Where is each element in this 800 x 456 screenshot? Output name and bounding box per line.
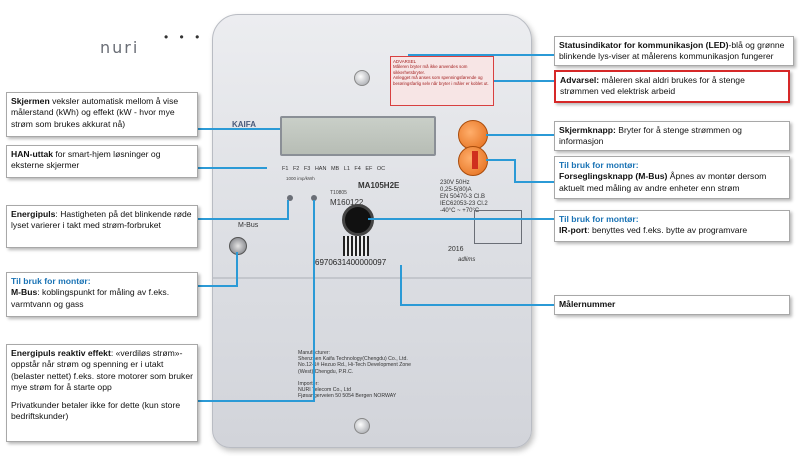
callout-screen-button: Skjermknapp: Bryter for å stenge strømme… xyxy=(554,121,790,151)
reactive-pulse-led xyxy=(311,195,317,201)
mbus-jack[interactable] xyxy=(229,237,247,255)
callout-energy-pulse-title: Energipuls xyxy=(11,209,56,219)
meter-divider xyxy=(213,277,531,279)
line-screen xyxy=(197,128,280,130)
line-seal-button-a xyxy=(486,159,516,161)
line-seal-button-c xyxy=(514,181,554,183)
callout-reactive-text: : «verdiløs strøm»- oppstår når strøm og… xyxy=(11,348,193,393)
callout-han: HAN-uttak for smart-hjem løsninger og ek… xyxy=(6,145,198,178)
lcd-indicator-labels: F1 F2 F3 HAN MB L1 F4 EF OC xyxy=(282,166,386,172)
callout-ir-port-tag: Til bruk for montør: xyxy=(559,214,639,224)
line-energy-pulse-a xyxy=(197,218,287,220)
energy-pulse-led xyxy=(287,195,293,201)
datamatrix-code xyxy=(343,236,369,256)
line-status-led xyxy=(408,54,554,56)
line-mbus-a xyxy=(197,285,237,287)
manufacture-year: 2016 xyxy=(448,246,464,253)
callout-screen-button-title: Skjermknapp: xyxy=(559,125,616,135)
callout-mbus-text: : koblingspunkt for måling av f.eks. var… xyxy=(11,287,170,309)
line-seal-button-b xyxy=(514,159,516,183)
callout-status-led-title: Statusindikator for kommunikasjon (LED) xyxy=(559,40,729,50)
callout-reactive-note: Privatkunder betaler ikke for dette (kun… xyxy=(11,399,181,422)
callout-han-text: for smart-hjem løsninger og eksterne skj… xyxy=(11,149,161,171)
callout-warning: Advarsel: måleren skal aldri brukes for … xyxy=(554,70,790,103)
callout-screen-text: veksler automatisk mellom å vise målerst… xyxy=(11,96,179,129)
screw-top xyxy=(354,70,370,86)
callout-reactive-title: Energipuls reaktiv effekt xyxy=(11,348,111,358)
nuri-logo: nuri xyxy=(100,38,140,57)
screw-bottom xyxy=(354,418,370,434)
seal-tab xyxy=(472,151,478,169)
callout-meter-number-title: Målernummer xyxy=(559,299,616,309)
warning-label: ADVARSEL Måleren bryter må ikke anvendes… xyxy=(390,56,494,106)
meter-serial-number: 6970631400000097 xyxy=(315,258,387,267)
line-screen-button xyxy=(486,134,554,136)
callout-warning-text: måleren skal aldri brukes for å stenge s… xyxy=(560,75,745,97)
line-mbus-b xyxy=(236,252,238,287)
callout-status-led-text: -blå og grønne blinkende lys-viser at må… xyxy=(559,40,785,62)
callout-ir-port: Til bruk for montør: IR-port: benyttes v… xyxy=(554,210,790,242)
manufacturer-info: Manufacturer: Shenzhen Kaifa Technology(… xyxy=(298,350,412,400)
line-reactive-b xyxy=(313,200,315,402)
callout-energy-pulse-text: : Hastigheten på det blinkende røde lyse… xyxy=(11,209,192,231)
line-warning xyxy=(494,80,554,82)
callout-reactive: Energipuls reaktiv effekt: «verdiløs str… xyxy=(6,344,198,442)
callout-meter-number: Målernummer xyxy=(554,295,790,315)
callout-ir-port-title: IR-port xyxy=(559,225,588,236)
callout-energy-pulse: Energipuls: Hastigheten på det blinkende… xyxy=(6,205,198,248)
callout-warning-title: Advarsel: xyxy=(560,75,600,85)
adlims-logo: adlims xyxy=(458,257,476,263)
callout-mbus-tag: Til bruk for montør: xyxy=(11,276,91,286)
imp-label: 1000 imp/kWh xyxy=(286,176,315,181)
ir-port[interactable] xyxy=(342,204,374,236)
callout-ir-port-text: : benyttes ved f.eks. bytte av programva… xyxy=(587,225,748,236)
callout-status-led: Statusindikator for kommunikasjon (LED)-… xyxy=(554,36,794,66)
callout-seal-button-tag: Til bruk for montør: xyxy=(559,160,639,170)
callout-seal-button: Til bruk for montør: Forseglingsknapp (M… xyxy=(554,156,790,199)
callout-han-title: HAN-uttak xyxy=(11,149,54,159)
callout-seal-button-title: Forseglingsknapp (M-Bus) xyxy=(559,171,668,182)
kaifa-logo: KAIFA xyxy=(232,120,256,129)
model-number: MA105H2E xyxy=(358,181,400,190)
line-meter-number-a xyxy=(400,265,402,305)
callout-mbus: Til bruk for montør: M-Bus: koblingspunk… xyxy=(6,272,198,317)
line-han xyxy=(197,167,267,169)
callout-seal-button-text: Åpnes av montør dersom aktuelt med målin… xyxy=(559,171,767,193)
wiring-diagram xyxy=(474,210,522,244)
status-led-dots: • • • xyxy=(164,30,204,44)
callout-mbus-title: M-Bus xyxy=(11,287,38,298)
line-meter-number-b xyxy=(400,304,554,306)
t-code: T10805 xyxy=(330,190,347,196)
lcd-screen xyxy=(280,116,436,156)
rating-spec: 230V 50Hz 0,25-5(80)A EN 50470-3 Cl.B IE… xyxy=(440,180,488,214)
line-reactive-a xyxy=(197,400,315,402)
mbus-port-label: M-Bus xyxy=(238,222,259,229)
line-ir-port xyxy=(368,218,554,220)
m-code: M160122 xyxy=(330,198,364,207)
callout-screen-button-text: Bryter for å stenge strømmen og informas… xyxy=(559,125,742,147)
line-energy-pulse-b xyxy=(287,200,289,220)
callout-screen: Skjermen veksler automatisk mellom å vis… xyxy=(6,92,198,137)
callout-screen-title: Skjermen xyxy=(11,96,50,106)
